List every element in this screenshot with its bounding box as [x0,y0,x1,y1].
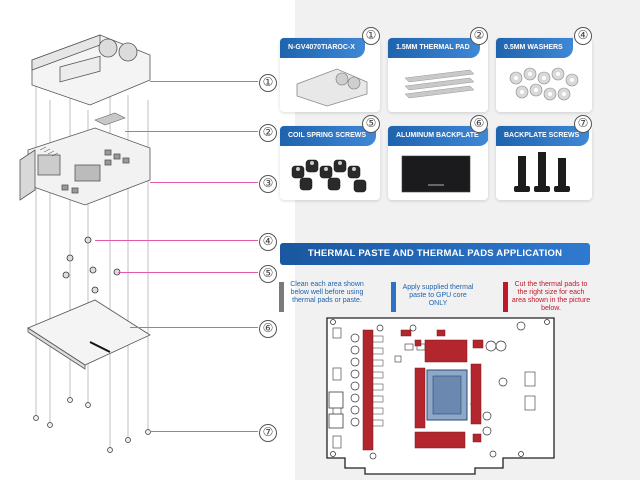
step-number-5: ⑤ [259,265,277,283]
graphics-card-pcb [19,127,151,206]
leader-line-2 [125,131,258,132]
leader-line-1 [150,81,258,82]
coil-springs-image [291,159,367,193]
card-number-4: ④ [574,27,592,45]
note-bar-cut [503,282,508,312]
card-number-1: ① [362,27,380,45]
card-label: ALUMINUM BACKPLATE [388,126,488,146]
card-number-7: ⑦ [574,115,592,133]
leader-line-4 [95,240,258,241]
step-number-7: ⑦ [259,424,277,442]
card-number-5: ⑤ [362,115,380,133]
leader-line-3 [150,182,258,183]
section-banner: THERMAL PASTE AND THERMAL PADS APPLICATI… [280,243,590,265]
note-cut: Cut the thermal pads to the right size f… [511,281,591,312]
card-label: 0.5MM WASHERS [496,38,573,58]
card-backplate: ALUMINUM BACKPLATE [388,126,488,200]
backplate-image [401,155,471,193]
leader-line-5 [118,272,258,273]
card-label: 1.5MM THERMAL PAD [388,38,480,58]
card-label: N-GV4070TIAROC-X [280,38,365,58]
backplate-screws-part [33,397,151,453]
card-coil-springs: COIL SPRING SCREWS [280,126,380,200]
exploded-view-panel: ① ② ③ ④ ⑤ ⑥ ⑦ [0,0,295,480]
card-label: COIL SPRING SCREWS [280,126,377,146]
card-number-2: ② [470,27,488,45]
card-water-block: N-GV4070TIAROC-X [280,38,380,112]
step-number-1: ① [259,74,277,92]
exploded-assembly-diagram [19,34,151,453]
thermal-pad-part [94,112,126,126]
coil-spring-screws-part [62,236,121,294]
note-bar-paste [391,282,396,312]
note-bar-clean [279,282,284,312]
step-number-2: ② [259,124,277,142]
water-block-image [296,68,368,107]
card-label: BACKPLATE SCREWS [496,126,590,146]
card-backplate-screws: BACKPLATE SCREWS [496,126,592,200]
leader-line-7 [150,431,258,432]
step-number-6: ⑥ [259,320,277,338]
card-thermal-pad: 1.5MM THERMAL PAD [388,38,488,112]
backplate-screws-image [514,152,570,192]
leader-line-6 [130,327,258,328]
card-number-6: ⑥ [470,115,488,133]
note-clean: Clean each area shown below well before … [290,281,364,304]
card-washers: 0.5MM WASHERS [496,38,592,112]
step-number-4: ④ [259,233,277,251]
thermal-pad-image [404,69,475,99]
pcb-thermal-layout [326,317,555,475]
step-number-3: ③ [259,175,277,193]
note-paste: Apply supplied thermal paste to GPU core… [402,284,474,307]
backplate-part [27,299,151,370]
washers-image [509,67,579,101]
water-block-part [31,34,151,106]
